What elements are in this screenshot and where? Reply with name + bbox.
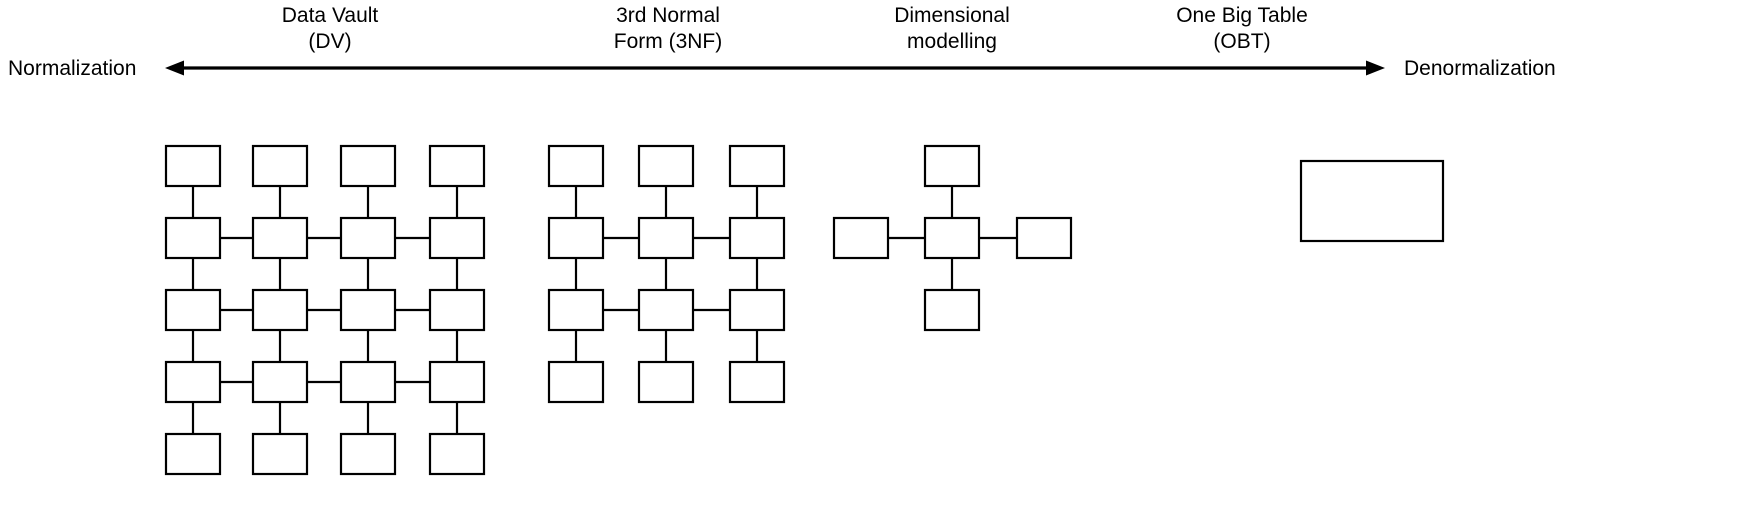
entity-box-dv-r1c0[interactable]	[164, 216, 222, 260]
entity-box-dv-r1c1[interactable]	[251, 216, 309, 260]
entity-box-dv-r3c3[interactable]	[428, 360, 486, 404]
entity-box-dv-r3c1[interactable]	[251, 360, 309, 404]
axis-arrowhead-left	[165, 60, 184, 76]
header-obt: One Big Table (OBT)	[1176, 4, 1308, 53]
cluster-third-normal-form	[547, 144, 786, 404]
entity-box-nf-r0c1[interactable]	[637, 144, 695, 188]
entity-box-dv-r4c0[interactable]	[164, 432, 222, 476]
cluster-third-normal-form-edges	[574, 186, 759, 362]
entity-box-dv-r0c2[interactable]	[339, 144, 397, 188]
entity-box-dv-r0c3[interactable]	[428, 144, 486, 188]
cluster-dimensional-modelling	[832, 144, 1073, 332]
entity-box-obt-box[interactable]	[1299, 159, 1445, 243]
header-dim-line-2: modelling	[907, 30, 997, 53]
entity-box-nf-r3c2[interactable]	[728, 360, 786, 404]
cluster-data-vault-edges	[191, 186, 459, 434]
entity-box-nf-r2c1[interactable]	[637, 288, 695, 332]
entity-box-nf-r0c0[interactable]	[547, 144, 605, 188]
header-obt-line-1: One Big Table	[1176, 4, 1308, 27]
entity-box-dv-r1c2[interactable]	[339, 216, 397, 260]
entity-box-dv-r1c3[interactable]	[428, 216, 486, 260]
entity-box-dv-r2c1[interactable]	[251, 288, 309, 332]
entity-box-nf-r2c0[interactable]	[547, 288, 605, 332]
header-obt-line-2: (OBT)	[1213, 30, 1270, 53]
cluster-data-vault	[164, 144, 486, 476]
normalization-axis: Normalization Denormalization	[8, 57, 1556, 80]
entity-box-dv-r0c1[interactable]	[251, 144, 309, 188]
entity-box-dv-r2c3[interactable]	[428, 288, 486, 332]
model-clusters	[164, 144, 1445, 476]
entity-box-dv-r2c0[interactable]	[164, 288, 222, 332]
entity-box-nf-r1c0[interactable]	[547, 216, 605, 260]
entity-box-nf-r1c2[interactable]	[728, 216, 786, 260]
entity-box-dv-r2c2[interactable]	[339, 288, 397, 332]
header-dv: Data Vault (DV)	[282, 4, 379, 53]
axis-label-normalization: Normalization	[8, 57, 136, 80]
entity-box-dm-top[interactable]	[923, 144, 981, 188]
entity-box-dm-bottom[interactable]	[923, 288, 981, 332]
entity-box-dm-center[interactable]	[923, 216, 981, 260]
entity-box-dm-right[interactable]	[1015, 216, 1073, 260]
axis-arrowhead-right	[1366, 60, 1385, 76]
entity-box-dv-r4c2[interactable]	[339, 432, 397, 476]
entity-box-dv-r3c2[interactable]	[339, 360, 397, 404]
header-3nf-line-1: 3rd Normal	[616, 4, 720, 27]
cluster-one-big-table	[1299, 159, 1445, 243]
header-dv-line-2: (DV)	[308, 30, 351, 53]
header-dim: Dimensional modelling	[894, 4, 1010, 53]
entity-box-nf-r3c1[interactable]	[637, 360, 695, 404]
entity-box-dv-r4c1[interactable]	[251, 432, 309, 476]
header-dim-line-1: Dimensional	[894, 4, 1010, 27]
entity-box-nf-r0c2[interactable]	[728, 144, 786, 188]
header-3nf-line-2: Form (3NF)	[614, 30, 723, 53]
cluster-dimensional-modelling-edges	[888, 186, 1017, 290]
header-dv-line-1: Data Vault	[282, 4, 379, 27]
entity-box-nf-r1c1[interactable]	[637, 216, 695, 260]
entity-box-dv-r4c3[interactable]	[428, 432, 486, 476]
entity-box-dv-r3c0[interactable]	[164, 360, 222, 404]
entity-box-nf-r3c0[interactable]	[547, 360, 605, 404]
entity-box-nf-r2c2[interactable]	[728, 288, 786, 332]
entity-box-dm-left[interactable]	[832, 216, 890, 260]
axis-label-denormalization: Denormalization	[1404, 57, 1556, 80]
entity-box-dv-r0c0[interactable]	[164, 144, 222, 188]
